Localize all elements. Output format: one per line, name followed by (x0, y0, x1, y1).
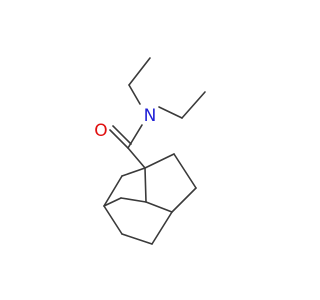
bond-cage-10 (145, 201, 173, 213)
bond-cage-7 (173, 153, 197, 189)
bond-cage-4 (121, 233, 153, 245)
bond-cage-5 (151, 211, 173, 245)
bond-carbonyl-o-1 (109, 129, 129, 149)
bond-cage-2 (103, 175, 123, 207)
bond-cage-1 (121, 167, 146, 177)
bond-n-ethyl1-ch2 (128, 84, 141, 105)
bond-cage-3 (103, 205, 123, 235)
bond-cage-11 (103, 197, 122, 207)
atom-label-nitrogen: N (144, 106, 157, 126)
bond-cage-6 (171, 187, 197, 213)
bond-cage-8 (144, 153, 175, 169)
bond-n-ethyl2-ch2 (158, 106, 183, 119)
atom-label-oxygen: O (94, 121, 107, 141)
bond-ethyl1-ch2-ch3 (128, 57, 151, 86)
bond-cage-12 (120, 197, 147, 203)
bond-ethyl2-ch2-ch3 (181, 91, 206, 119)
bond-n-carbonyl (127, 124, 143, 149)
bond-carbonyl-o-2 (112, 125, 132, 145)
molecule-structure: N O (94, 57, 206, 245)
bond-cage-9 (144, 167, 147, 203)
bond-carbonyl-cage (127, 147, 146, 169)
